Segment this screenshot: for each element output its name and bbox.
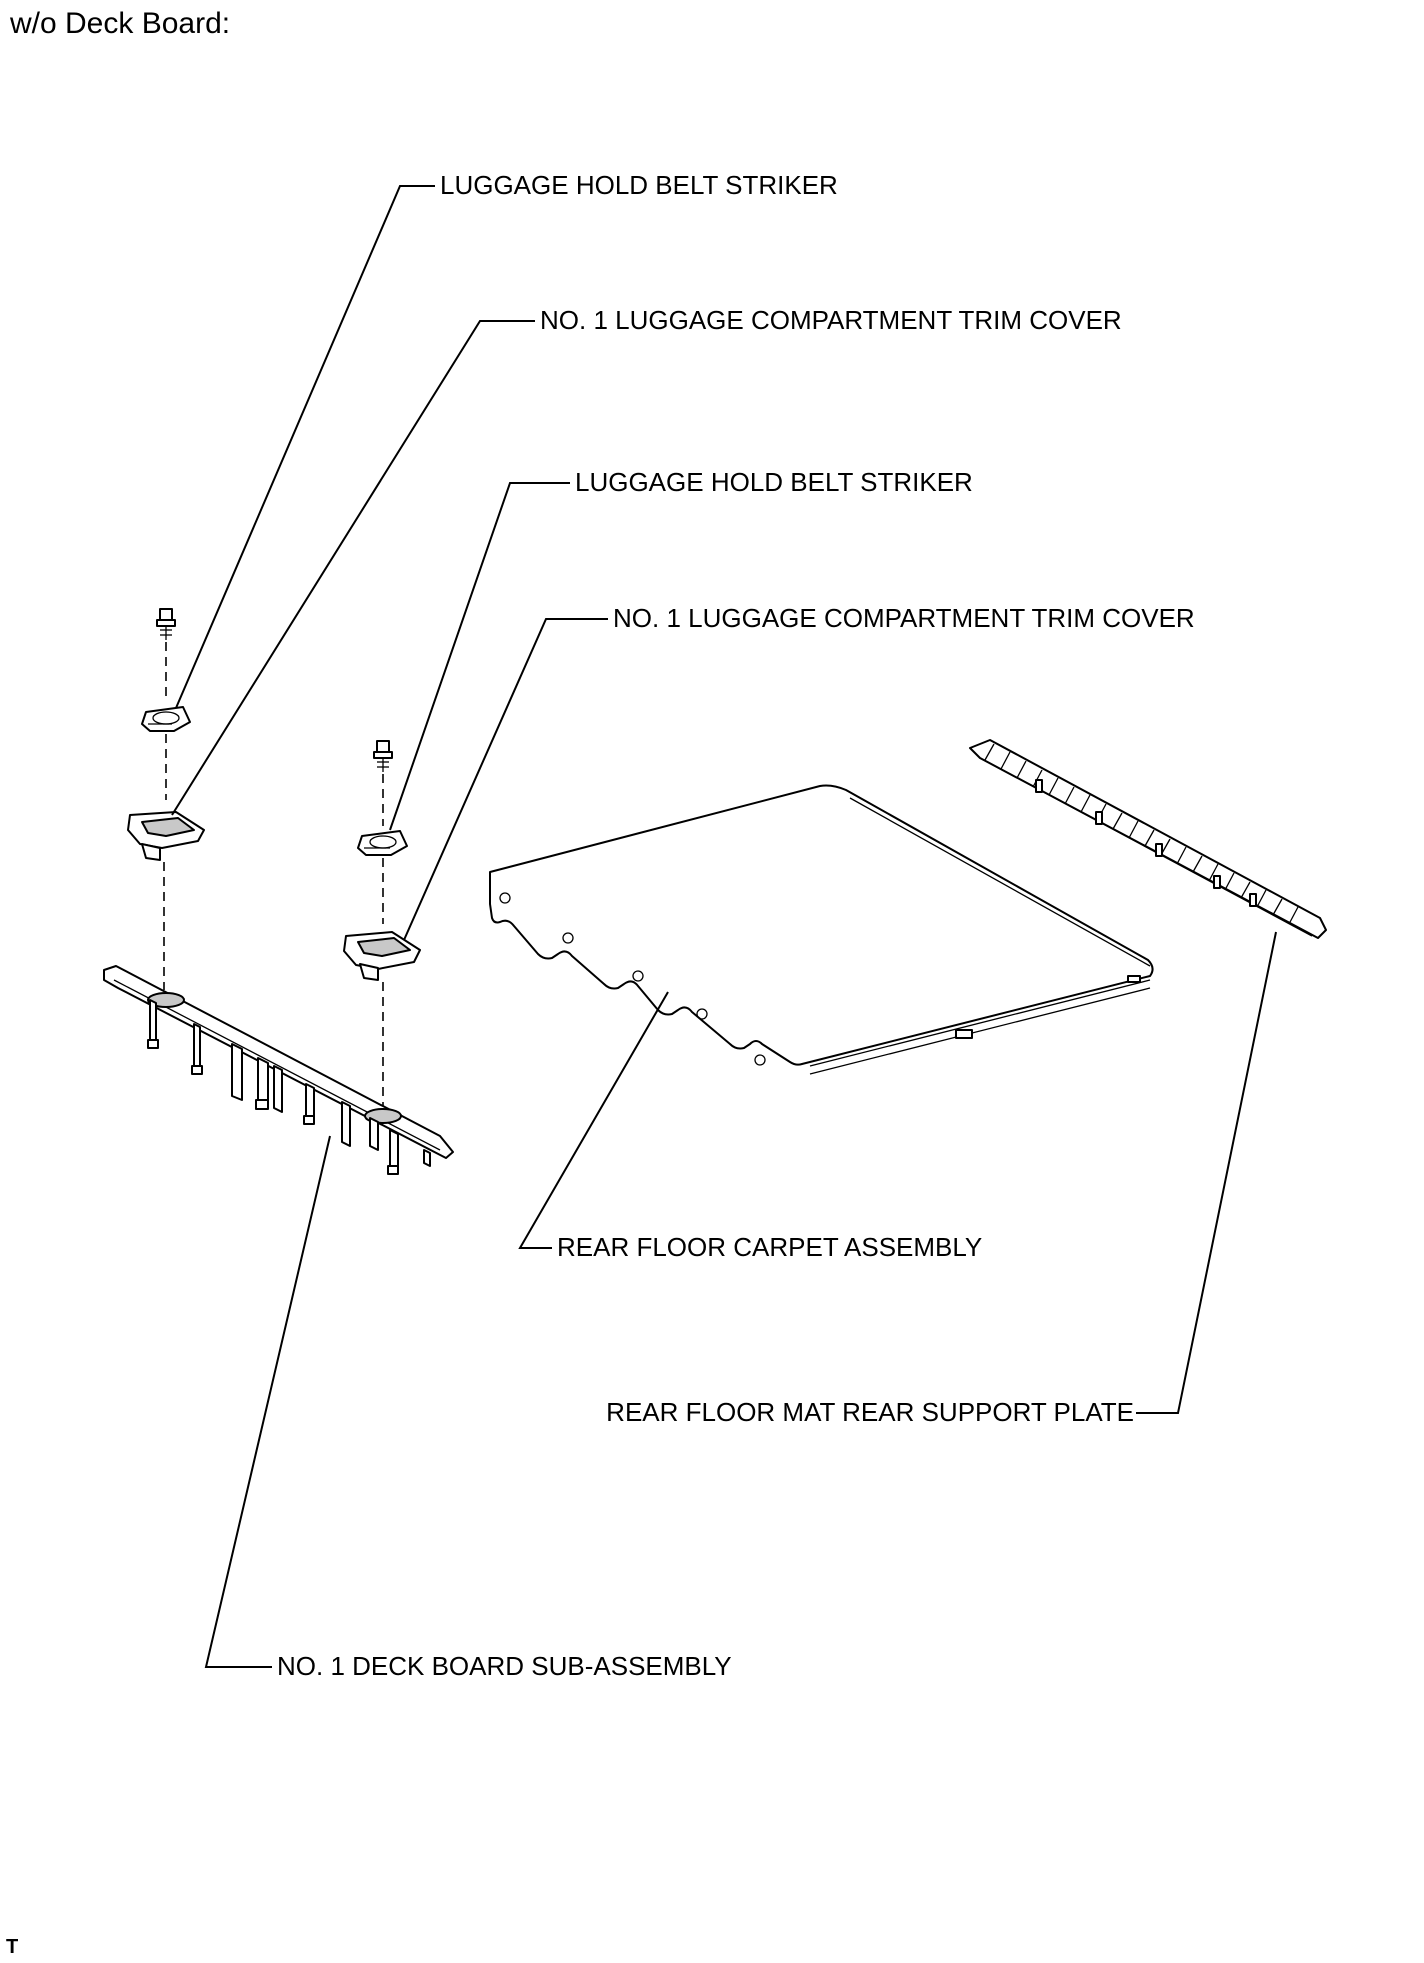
- leader-deck-board: [204, 1135, 331, 1668]
- trim-cover-middle: [343, 931, 421, 981]
- support-plate-ribs: [984, 743, 1299, 925]
- leader-rear-support-plate: [1136, 931, 1277, 1414]
- bolt-left: [156, 608, 176, 640]
- belt-striker-left: [141, 706, 191, 732]
- leader-trim-cover-middle: [403, 618, 608, 941]
- callout-rear-support-plate: REAR FLOOR MAT REAR SUPPORT PLATE: [606, 1397, 1134, 1427]
- callout-belt-striker-middle: LUGGAGE HOLD BELT STRIKER: [575, 467, 973, 497]
- trim-cover-left: [127, 811, 205, 861]
- leader-rear-floor-carpet: [518, 991, 669, 1249]
- leader-belt-striker-left: [175, 185, 435, 709]
- leader-trim-cover-left: [171, 320, 535, 816]
- callout-belt-striker-left: LUGGAGE HOLD BELT STRIKER: [440, 170, 838, 200]
- callout-rear-floor-carpet: REAR FLOOR CARPET ASSEMBLY: [557, 1232, 982, 1262]
- callout-trim-cover-middle: NO. 1 LUGGAGE COMPARTMENT TRIM COVER: [613, 603, 1195, 633]
- bolt-middle: [373, 740, 393, 772]
- illustration-code: T: [6, 1936, 19, 1958]
- rear-floor-carpet-assembly: [489, 784, 1154, 1075]
- belt-striker-middle: [357, 830, 408, 856]
- deck-board-sub-assembly: [103, 965, 454, 1175]
- callout-deck-board: NO. 1 DECK BOARD SUB-ASSEMBLY: [277, 1651, 732, 1681]
- leader-belt-striker-middle: [389, 482, 570, 831]
- rear-floor-mat-rear-support-plate: [969, 739, 1327, 939]
- callout-trim-cover-left: NO. 1 LUGGAGE COMPARTMENT TRIM COVER: [540, 305, 1122, 335]
- diagram-heading: w/o Deck Board:: [10, 7, 231, 40]
